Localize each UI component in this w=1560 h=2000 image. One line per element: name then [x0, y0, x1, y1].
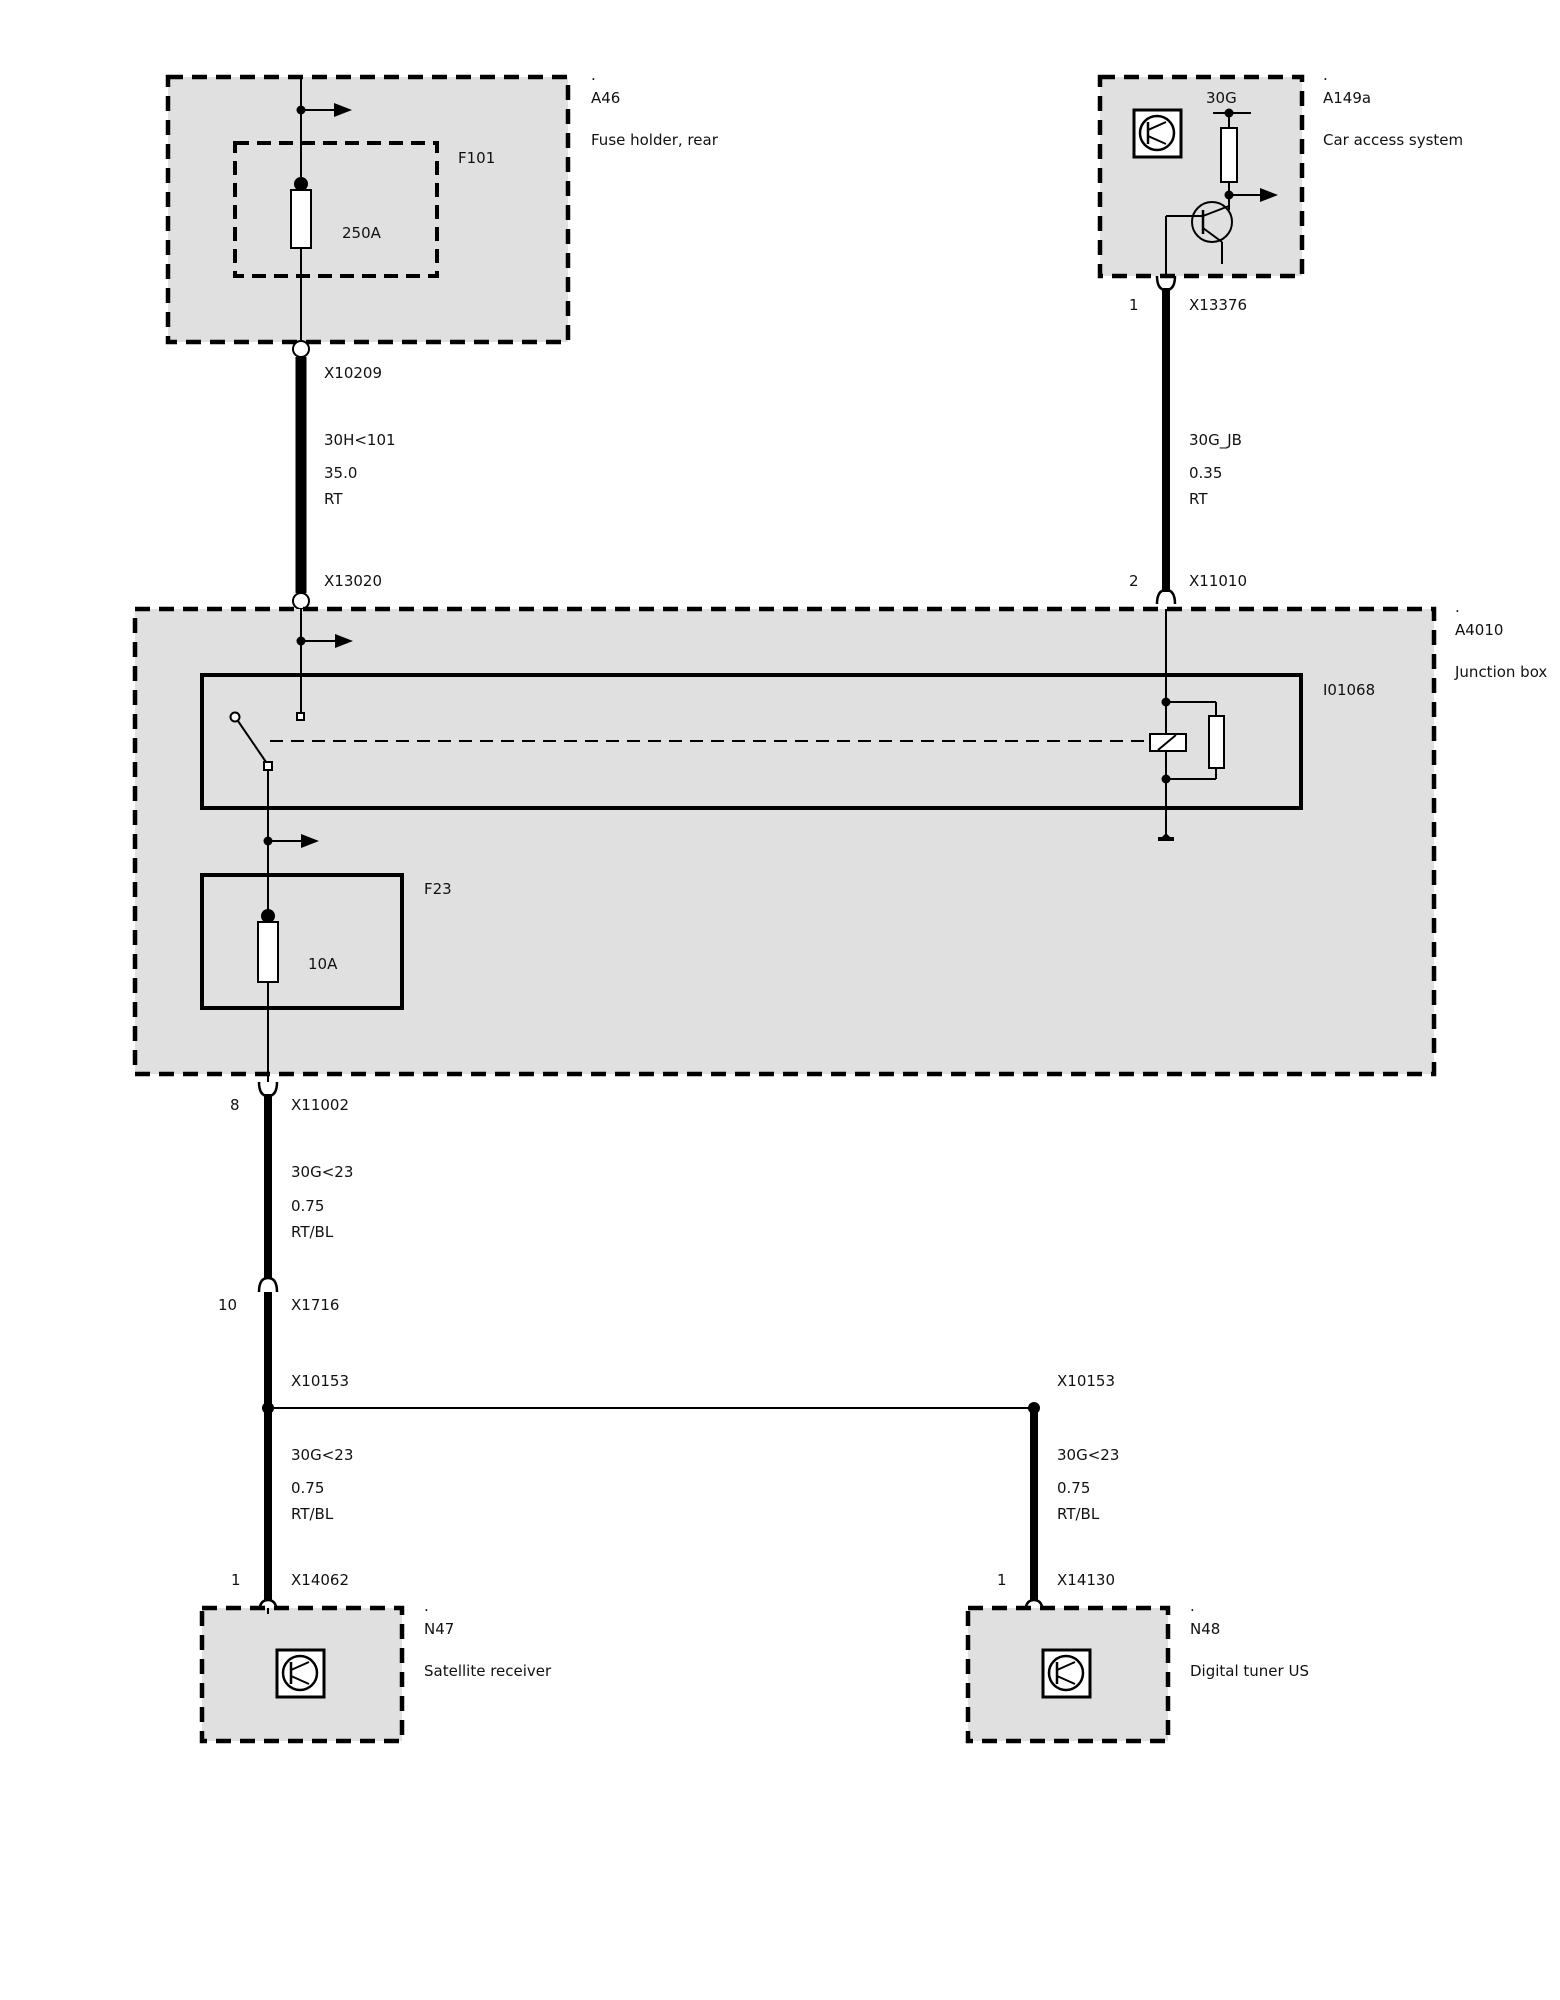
f101-id: F101 [458, 149, 495, 167]
n48-id: N48 [1190, 1620, 1220, 1638]
w4-color: RT/BL [291, 1505, 334, 1523]
w4-signal: 30G<23 [291, 1446, 353, 1464]
wire-30h-101: X10209 30H<101 35.0 RT X13020 [292, 340, 396, 610]
x11002-pin: 8 [230, 1096, 240, 1114]
a46-name: Fuse holder, rear [591, 131, 719, 149]
w3-size: 0.75 [291, 1197, 324, 1215]
x13020-id: X13020 [324, 572, 382, 590]
w3-signal: 30G<23 [291, 1163, 353, 1181]
f23-rating: 10A [308, 955, 338, 973]
component-a4010: . A4010 Junction box I01068 F23 10A [132, 598, 1547, 1077]
w1-size: 35.0 [324, 464, 357, 482]
a4010-name: Junction box [1454, 663, 1547, 681]
control-unit-icon [1132, 108, 1183, 159]
w1-signal: 30H<101 [324, 431, 396, 449]
fuse-icon [257, 921, 279, 983]
n48-name: Digital tuner US [1190, 1662, 1309, 1680]
a4010-id: A4010 [1455, 621, 1503, 639]
x13376-pin: 1 [1129, 296, 1139, 314]
x13376-id: X13376 [1189, 296, 1247, 314]
a149a-dot: . [1323, 66, 1328, 84]
x11010-pin: 2 [1129, 572, 1139, 590]
relay-i01068 [200, 609, 1303, 841]
w2-color: RT [1189, 490, 1208, 508]
x11002-id: X11002 [291, 1096, 349, 1114]
x11010-id: X11010 [1189, 572, 1247, 590]
component-n47: . N47 Satellite receiver [199, 1597, 552, 1744]
x14130-pin: 1 [997, 1571, 1007, 1589]
wire-30g-jb: 1 X13376 30G_JB 0.35 RT 2 X11010 [1129, 275, 1247, 605]
n47-name: Satellite receiver [424, 1662, 552, 1680]
w1-color: RT [324, 490, 343, 508]
x1716-id: X1716 [291, 1296, 339, 1314]
x14062-id: X14062 [291, 1571, 349, 1589]
w5-signal: 30G<23 [1057, 1446, 1119, 1464]
x10209-id: X10209 [324, 364, 382, 382]
a149a-name: Car access system [1323, 131, 1463, 149]
a46-dot: . [591, 66, 596, 84]
control-unit-icon [1041, 1648, 1092, 1699]
w2-size: 0.35 [1189, 464, 1222, 482]
x14062-pin: 1 [231, 1571, 241, 1589]
fuse-f23 [200, 873, 404, 1010]
wire-30g-23-trunk: 8 X11002 30G<23 0.75 RT/BL 10 X1716 [218, 1074, 353, 1314]
n48-dot: . [1190, 1597, 1195, 1615]
x14130-id: X14130 [1057, 1571, 1115, 1589]
x1716-pin: 10 [218, 1296, 237, 1314]
w5-color: RT/BL [1057, 1505, 1100, 1523]
splice-x10153: X10153 X10153 30G<23 0.75 RT/BL 30G<23 0… [231, 1292, 1119, 1615]
a46-id: A46 [591, 89, 620, 107]
component-n48: . N48 Digital tuner US [965, 1597, 1309, 1744]
w4-size: 0.75 [291, 1479, 324, 1497]
f23-id: F23 [424, 880, 452, 898]
component-a46: . A46 Fuse holder, rear F101 250A [165, 66, 719, 345]
fuse-icon [290, 189, 312, 249]
n47-dot: . [424, 1597, 429, 1615]
component-a149a: 30G . A149a Car access system [1097, 66, 1463, 279]
f101-rating: 250A [342, 224, 382, 242]
a4010-dot: . [1455, 598, 1460, 616]
relay-id: I01068 [1323, 681, 1375, 699]
n47-id: N47 [424, 1620, 454, 1638]
x10153-right-id: X10153 [1057, 1372, 1115, 1390]
relay-coil-icon [1149, 733, 1187, 752]
x10153-left-id: X10153 [291, 1372, 349, 1390]
control-unit-icon [275, 1648, 326, 1699]
w5-size: 0.75 [1057, 1479, 1090, 1497]
transistor-icon [1191, 195, 1233, 264]
w2-signal: 30G_JB [1189, 431, 1242, 450]
a149a-terminal: 30G [1206, 89, 1237, 107]
w3-color: RT/BL [291, 1223, 334, 1241]
a149a-id: A149a [1323, 89, 1371, 107]
